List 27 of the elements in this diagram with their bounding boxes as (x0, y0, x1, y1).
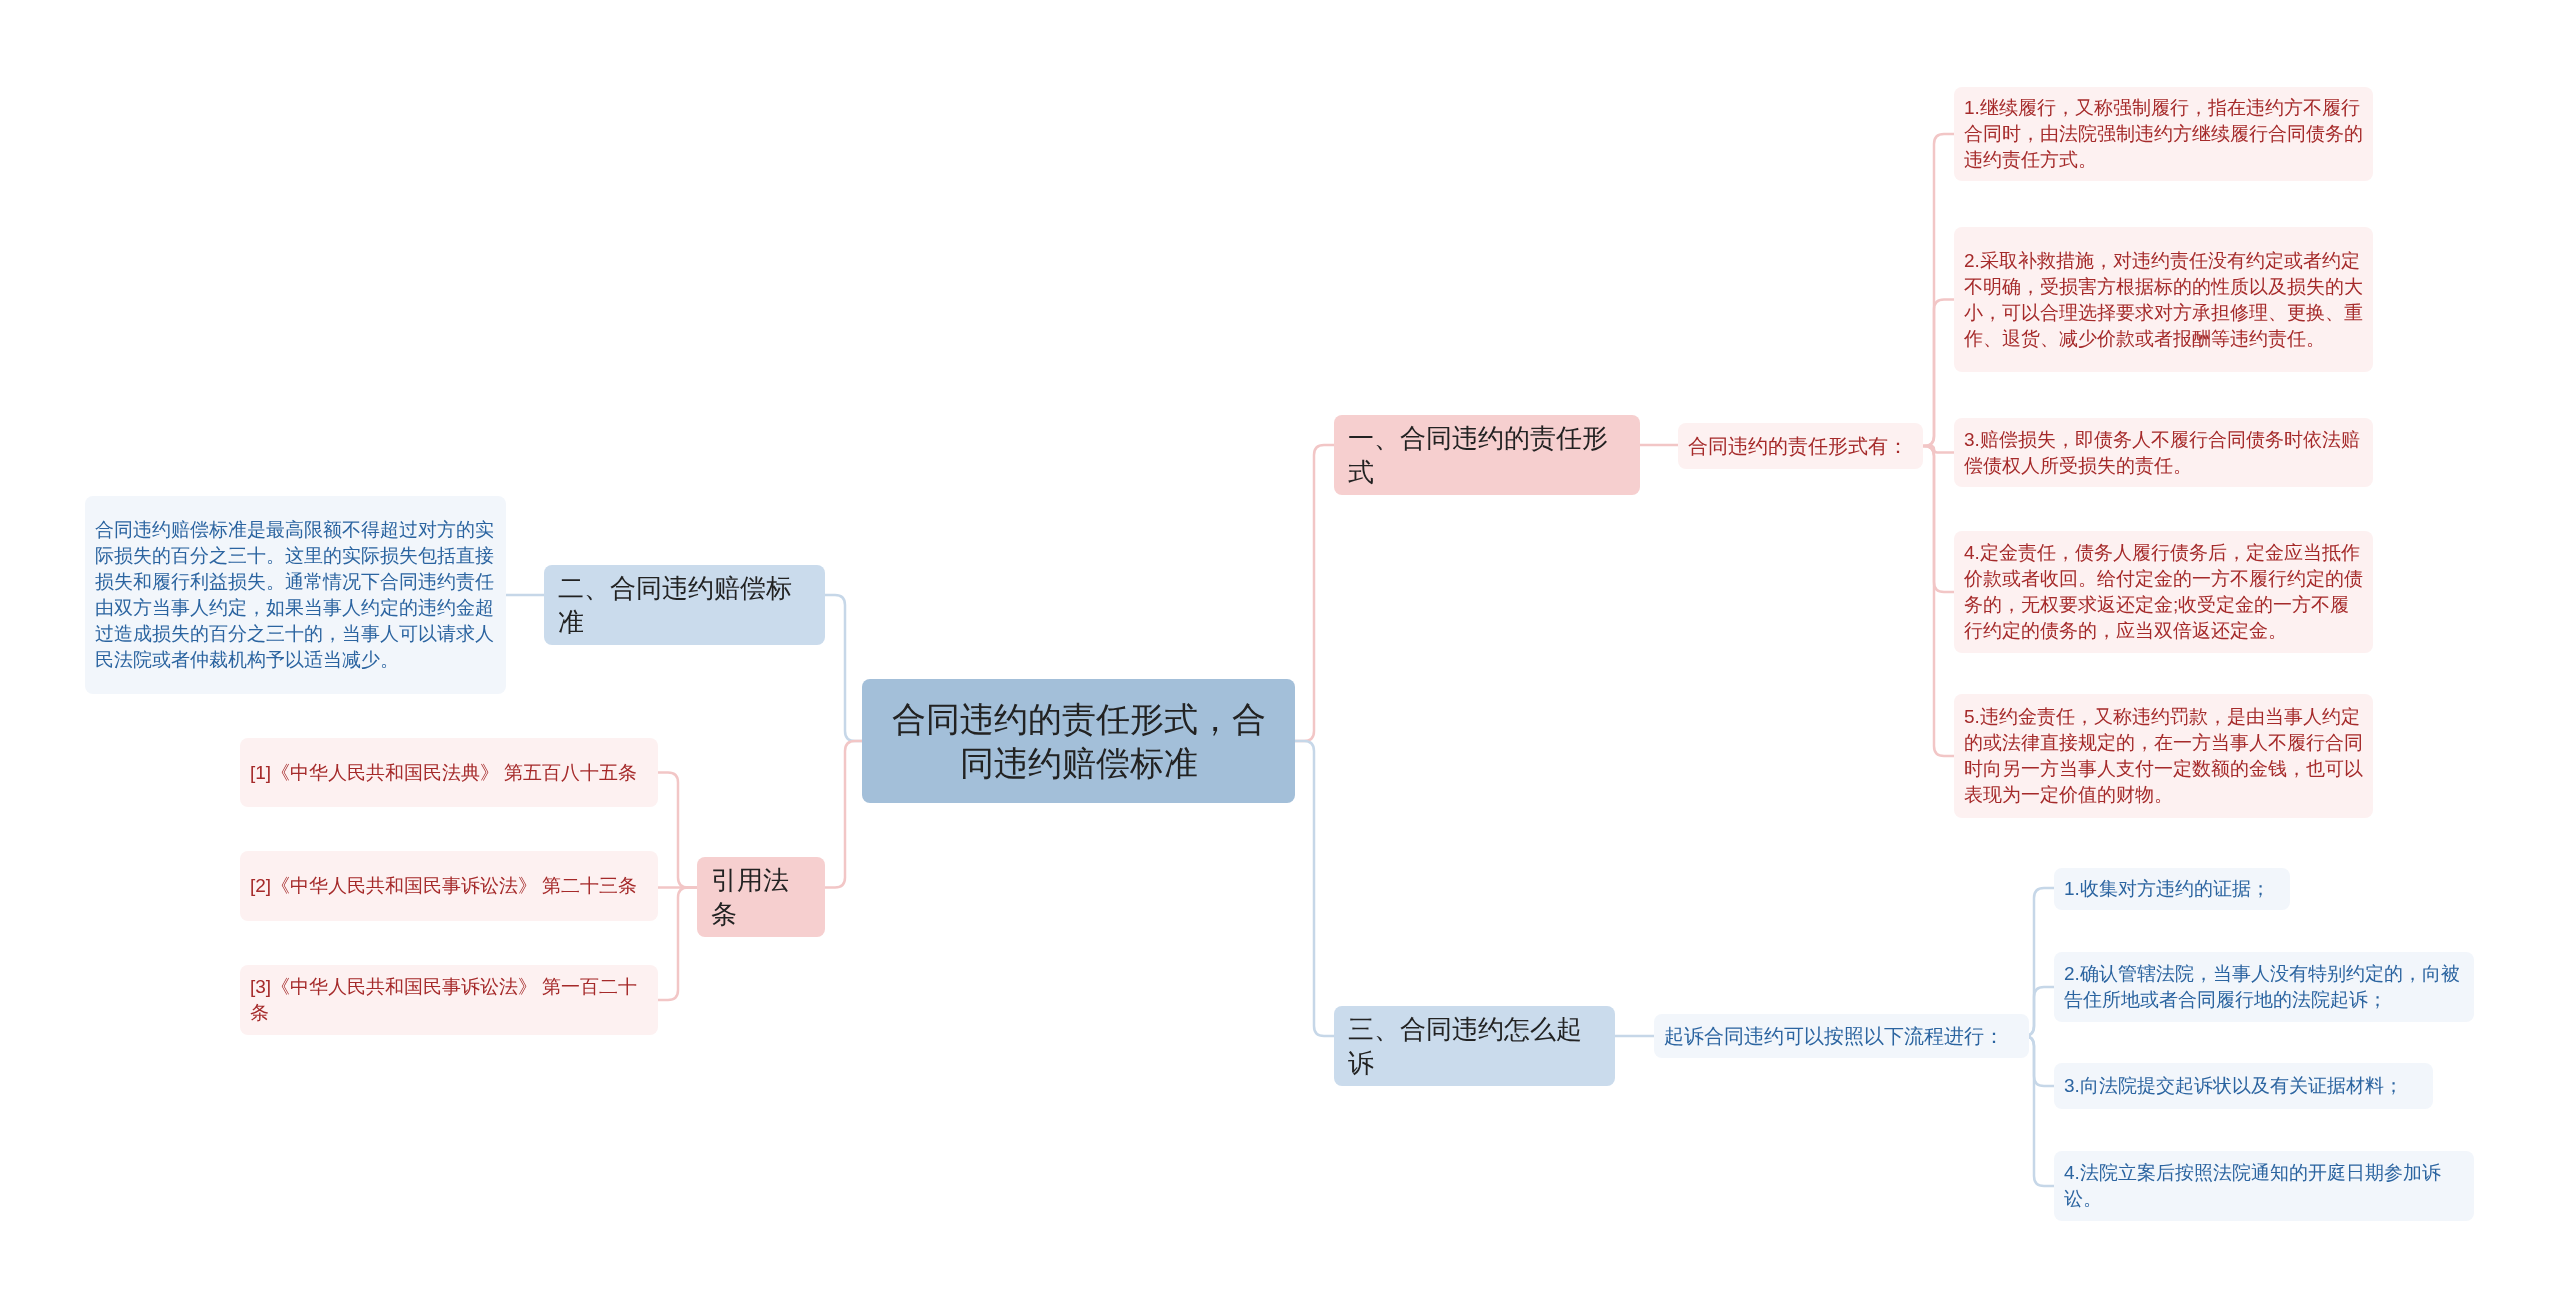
detail-box: 合同违约赔偿标准是最高限额不得超过对方的实际损失的百分之三十。这里的实际损失包括直接损失和履行利益损失。通常情况下合同违约责任由双方当事人约定，如果当事人约定的违约金超过造成损失的百分之三十的，当事人可以请求人民法院或者仲裁机构予以适当减少。 (85, 496, 506, 694)
detail-box: 2.确认管辖法院，当事人没有特别约定的，向被告住所地或者合同履行地的法院起诉； (2054, 952, 2474, 1022)
connector-line (506, 593, 544, 597)
central-topic-box: 合同违约的责任形式，合同违约赔偿标准 (862, 679, 1295, 803)
detail-box: 4.法院立案后按照法院通知的开庭日期参加诉讼。 (2054, 1151, 2474, 1221)
detail-box: 1.收集对方违约的证据； (2054, 868, 2290, 910)
connector-line (825, 739, 862, 889)
detail-box: 3.赔偿损失，即债务人不履行合同债务时依法赔偿债权人所受损失的责任。 (1954, 418, 2373, 487)
connector-line (1295, 739, 1334, 1038)
connector-line (658, 886, 697, 1002)
subtopic-box: 合同违约的责任形式有： (1678, 423, 1923, 469)
connector-line (1615, 1034, 1654, 1038)
detail-box: 3.向法院提交起诉状以及有关证据材料； (2054, 1063, 2433, 1109)
detail-box: 1.继续履行，又称强制履行，指在违约方不履行合同时，由法院强制违约方继续履行合同债务的违约责任方式。 (1954, 87, 2373, 181)
detail-box: [2]《中华人民共和国民事诉讼法》 第二十三条 (240, 851, 658, 921)
topic-box: 引用法条 (697, 857, 825, 937)
detail-box: [1]《中华人民共和国民法典》 第五百八十五条 (240, 738, 658, 807)
detail-box: 5.违约金责任，又称违约罚款，是由当事人约定的或法律直接规定的，在一方当事人不履行合同时向另一方当事人支付一定数额的金钱，也可以表现为一定价值的财物。 (1954, 694, 2373, 818)
topic-box: 二、合同违约赔偿标准 (544, 565, 825, 645)
detail-box: 2.采取补救措施，对违约责任没有约定或者约定不明确，受损害方根据标的的性质以及损失的大小，可以合理选择要求对方承担修理、更换、重作、退货、减少价款或者报酬等违约责任。 (1954, 227, 2373, 372)
subtopic-box: 起诉合同违约可以按照以下流程进行： (1654, 1014, 2029, 1058)
detail-box: 4.定金责任，债务人履行债务后，定金应当抵作价款或者收回。给付定金的一方不履行约定的债务的，无权要求返还定金;收受定金的一方不履行约定的债务的，应当双倍返还定金。 (1954, 531, 2373, 653)
detail-box: [3]《中华人民共和国民事诉讼法》 第一百二十条 (240, 965, 658, 1035)
topic-box: 一、合同违约的责任形式 (1334, 415, 1640, 495)
connector-line (1922, 444, 1954, 758)
topic-box: 三、合同违约怎么起诉 (1334, 1006, 1615, 1086)
connector-line (1640, 443, 1678, 447)
